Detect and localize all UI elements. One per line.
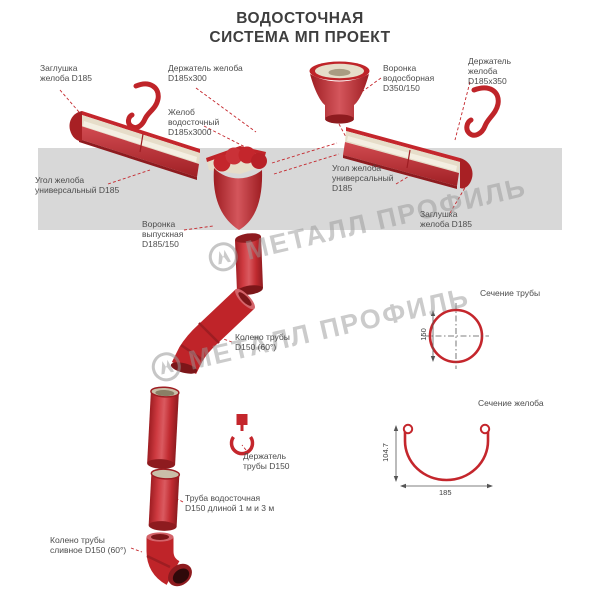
label-koleno-slivnoe: Колено трубы сливное D150 (60°): [50, 535, 127, 555]
label-zaglushka-right: Заглушка желоба D185: [420, 209, 472, 229]
label-ugol-right: Угол желоба универсальный D185: [332, 163, 394, 193]
label-truba-vodostochnaya: Труба водосточная D150 длиной 1 м и 3 м: [185, 493, 275, 513]
roof-band: [38, 148, 562, 230]
page-title: ВОДОСТОЧНАЯ СИСТЕМА МП ПРОЕКТ: [209, 10, 391, 46]
label-voronka-vypusknaya: Воронка выпускная D185/150: [142, 219, 184, 249]
label-zhelob-vodostochny: Желоб водосточный D185х3000: [168, 107, 220, 137]
collector-funnel-drawing: [309, 61, 370, 124]
dim-gutter-height: 104.7: [380, 443, 390, 462]
label-derzhatel-truby: Держатель трубы D150: [243, 451, 290, 471]
dim-pipe-diameter: 150: [418, 328, 428, 341]
gutter-left-drawing: [69, 111, 200, 180]
pipe-holder-icon: [229, 414, 255, 456]
label-derzhatel-zheloba-300: Держатель желоба D185х300: [168, 63, 243, 83]
label-derzhatel-zheloba-350: Держатель желоба D185х350: [468, 56, 512, 86]
label-zaglushka-left: Заглушка желоба D185: [40, 63, 92, 83]
gutter-holder-left-icon: [126, 81, 161, 131]
label-sechenie-zheloba: Сечение желоба: [478, 398, 544, 408]
label-ugol-left: Угол желоба универсальный D185: [35, 175, 120, 195]
drain-elbow-drawing: [146, 532, 192, 587]
gutter-cross-section: [393, 423, 493, 489]
outlet-pipe-drawing: [235, 233, 263, 295]
gutter-right-drawing: [343, 127, 473, 189]
pipe-elbow-drawing: [170, 288, 255, 375]
dim-gutter-width: 185: [439, 488, 452, 497]
pipe-cross-section: [423, 303, 489, 369]
outlet-funnel-drawing: [206, 146, 267, 230]
downpipe-1-drawing: [147, 386, 180, 469]
label-sechenie-truby: Сечение трубы: [480, 288, 541, 298]
label-koleno-truby: Колено трубы D150 (60°): [235, 332, 290, 352]
downpipe-2-drawing: [148, 468, 181, 531]
gutter-holder-right-icon: [464, 85, 501, 138]
label-voronka-vodosbornaya: Воронка водосборная D350/150: [383, 63, 435, 93]
